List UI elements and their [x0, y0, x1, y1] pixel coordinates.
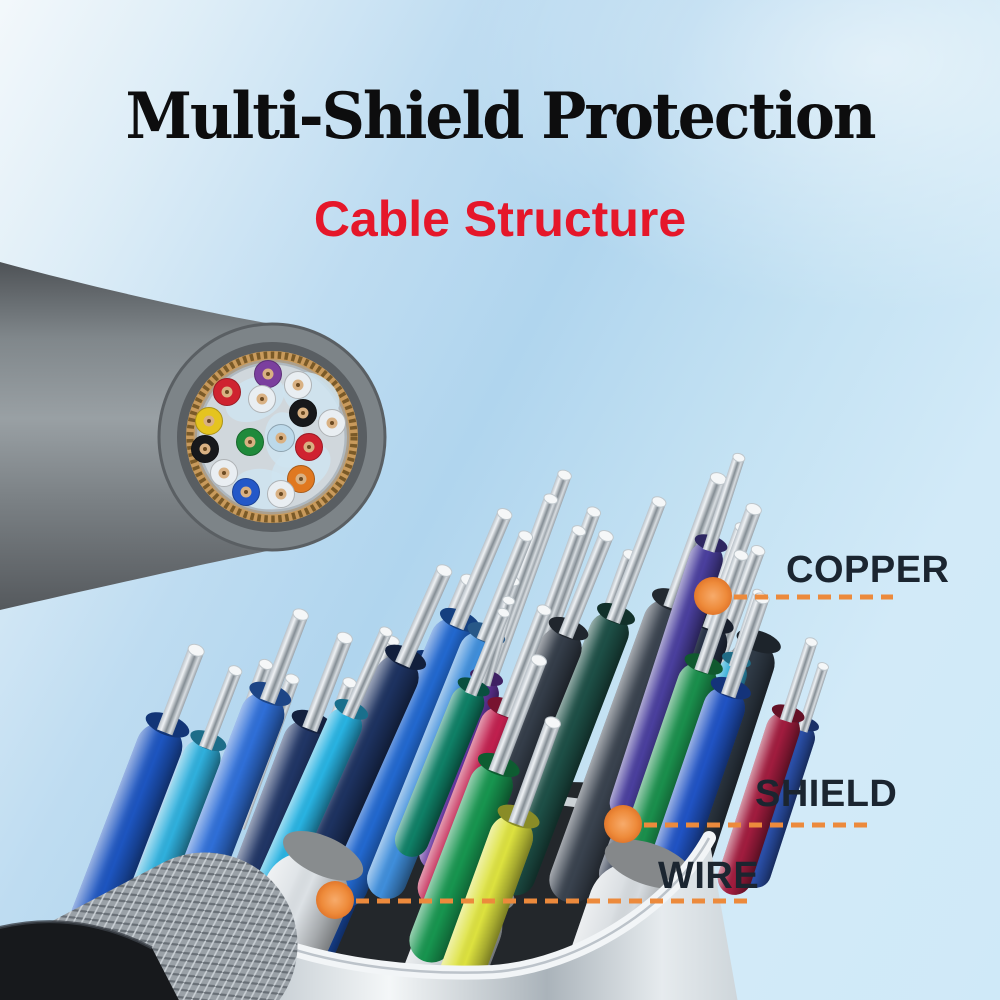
core-wire-white — [318, 409, 346, 437]
core-wire-green — [236, 428, 264, 456]
core-wire-white — [248, 385, 276, 413]
core-wire-white — [284, 371, 312, 399]
cable-cross-section — [0, 262, 387, 610]
wire — [409, 654, 548, 963]
page-subtitle: Cable Structure — [313, 191, 687, 247]
conductor-tip — [285, 673, 300, 685]
core-wire-red — [295, 433, 323, 461]
conductor-tip — [379, 626, 393, 637]
conductor-tip — [436, 564, 453, 577]
conductor-tip — [543, 493, 559, 505]
core-wire-red — [213, 378, 241, 406]
conductor-tip — [745, 502, 762, 516]
conductor-tip — [502, 595, 516, 606]
label-shield: SHIELD — [755, 773, 898, 815]
wire — [648, 592, 770, 888]
core-wire-black — [191, 435, 219, 463]
conductor-tip — [750, 544, 766, 556]
conductor-tip — [536, 604, 552, 616]
outer-jacket — [0, 921, 179, 1000]
conductor-tip — [733, 549, 749, 561]
wire — [717, 637, 818, 895]
conductor-tip — [530, 654, 548, 667]
label-copper: COPPER — [786, 549, 950, 591]
core-wire-black — [289, 399, 317, 427]
callout-dot-shield — [604, 805, 642, 843]
wire — [609, 452, 746, 820]
conductor-tip — [496, 508, 513, 521]
wire — [435, 716, 561, 1000]
core-wire-blue — [232, 478, 260, 506]
conductor-tip — [336, 631, 353, 645]
stripped-cable-bundle — [0, 452, 830, 1000]
conductor-tip — [598, 529, 614, 542]
core-wire-pale-blue — [267, 424, 295, 452]
core-wire-orange — [287, 465, 315, 493]
conductor-tip — [586, 506, 602, 518]
conductor-tip — [571, 525, 587, 537]
conductor-tip — [732, 452, 746, 463]
core-wire-white — [210, 459, 238, 487]
core-wire-white — [267, 480, 295, 508]
conductor-tip — [804, 637, 818, 647]
wire — [616, 549, 749, 878]
core-wire-yellow — [195, 407, 223, 435]
conductor-tip — [228, 665, 243, 676]
conductor-tip — [187, 643, 205, 657]
conductor-tip — [292, 608, 309, 621]
core-wire-purple — [254, 360, 282, 388]
conductor-tip — [544, 716, 561, 729]
conductor-tip — [651, 496, 667, 508]
conductor-tip — [817, 662, 830, 671]
callout-dot-wire — [316, 881, 354, 919]
page-title: Multi-Shield Protection — [125, 79, 876, 155]
wire — [394, 607, 511, 857]
conductor-tip — [497, 607, 511, 618]
callout-dot-copper — [694, 577, 732, 615]
label-wire: WIRE — [658, 855, 760, 897]
callouts — [316, 577, 893, 919]
conductor-tip — [518, 530, 534, 542]
conductor-tip — [557, 469, 572, 481]
